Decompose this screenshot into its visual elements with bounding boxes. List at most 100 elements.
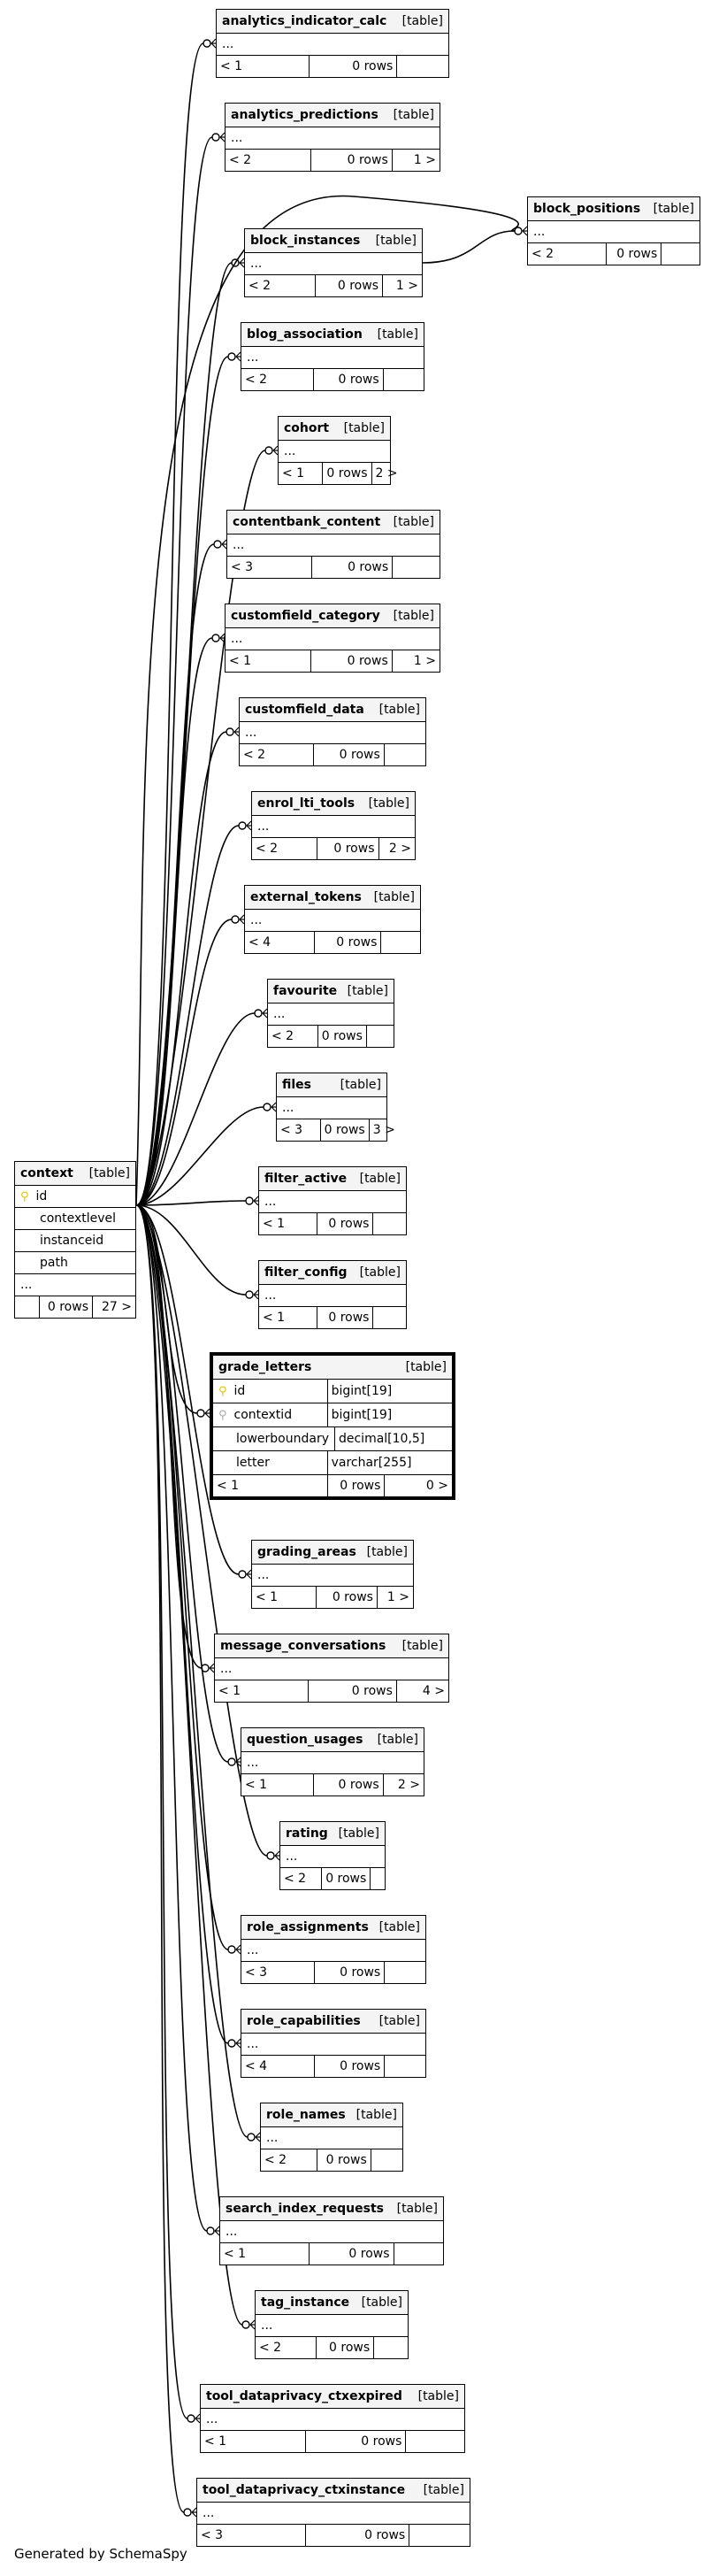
children-count: 2 > xyxy=(397,1778,420,1792)
relationship-line xyxy=(135,450,266,1206)
row-count: 0 rows xyxy=(314,369,384,390)
ellipsis-row: ... xyxy=(220,2221,443,2243)
row-count: 0 rows xyxy=(317,2337,375,2358)
children-count xyxy=(384,369,424,390)
table-footer: < 1 0 rows 0 > xyxy=(213,1475,452,1496)
ellipsis-row: ... xyxy=(277,1097,386,1119)
table-type: [table] xyxy=(359,1265,401,1280)
relationship-line xyxy=(135,1204,198,1414)
children-count: 1 > xyxy=(413,153,436,167)
ellipsis-row: ... xyxy=(241,2034,425,2056)
parents-count: < 1 xyxy=(252,1587,317,1608)
table-type: [table] xyxy=(356,2108,397,2122)
table-header: context [table] xyxy=(15,1162,135,1186)
row-count: 0 rows xyxy=(310,56,398,77)
crows-foot-icon xyxy=(245,1289,259,1300)
table-type: [table] xyxy=(377,1733,418,1747)
children-count xyxy=(394,2243,443,2265)
children-count xyxy=(373,1213,406,1234)
table-type: [table] xyxy=(361,2295,402,2310)
column-type: varchar[255] xyxy=(331,1456,412,1470)
crows-foot-icon xyxy=(183,2507,197,2518)
table-name: rating xyxy=(286,1826,328,1841)
table-name: tool_dataprivacy_ctxexpired xyxy=(206,2389,402,2403)
crows-foot-icon xyxy=(227,1757,241,1767)
crows-foot-icon xyxy=(266,1850,280,1861)
ellipsis-row: ... xyxy=(261,2127,402,2149)
row-count: 0 rows xyxy=(317,1587,378,1608)
table-header: filter_config[table] xyxy=(259,1261,406,1285)
ellipsis-row: ... xyxy=(226,127,440,150)
relationship-line xyxy=(135,1204,248,2138)
crows-foot-icon xyxy=(245,1196,259,1206)
block-positions-table[interactable]: block_positions [table] ... < 2 0 rows xyxy=(527,196,700,265)
crows-foot-icon xyxy=(238,1569,252,1580)
table-header: customfield_data[table] xyxy=(240,698,425,722)
parents-count: < 2 xyxy=(280,1868,323,1889)
row-count: 0 rows xyxy=(328,1475,386,1496)
primary-key-icon: ⚲ xyxy=(20,1189,29,1203)
parents-count: < 2 xyxy=(241,369,315,390)
relationship-line xyxy=(135,919,233,1206)
children-count: 1 > xyxy=(395,279,418,293)
ellipsis-row: ... xyxy=(259,1191,406,1213)
ellipsis-row: ... xyxy=(217,34,448,56)
tool-dataprivacy-ctxinstance-table[interactable]: tool_dataprivacy_ctxinstance[table]...< … xyxy=(196,2478,470,2547)
relationship-line xyxy=(135,356,229,1206)
table-name: analytics_predictions xyxy=(231,108,378,122)
row-count: 0 rows xyxy=(315,932,382,953)
row-count: 0 rows xyxy=(318,1026,367,1047)
parents-count: < 2 xyxy=(528,243,608,265)
table-header: files[table] xyxy=(277,1073,386,1097)
column-row: ⚲id xyxy=(15,1186,135,1208)
crows-foot-icon xyxy=(226,727,240,737)
ellipsis-row: ... xyxy=(280,1846,385,1868)
table-header: enrol_lti_tools[table] xyxy=(252,792,415,816)
table-name: external_tokens xyxy=(250,890,362,904)
table-type: [table] xyxy=(401,1639,443,1653)
table-name: role_names xyxy=(266,2108,346,2122)
ellipsis-row: ... xyxy=(259,1285,406,1307)
table-header: block_positions [table] xyxy=(528,197,700,221)
context-table[interactable]: context [table] ⚲id contextlevel instanc… xyxy=(14,1161,136,1319)
table-type: [table] xyxy=(359,1172,401,1186)
parents-count xyxy=(15,1296,40,1318)
table-header: contentbank_content[table] xyxy=(227,511,440,534)
table-name: role_capabilities xyxy=(247,2014,361,2028)
ellipsis-row: ... xyxy=(227,534,440,557)
tool-dataprivacy-ctxexpired-table[interactable]: tool_dataprivacy_ctxexpired[table]...< 1… xyxy=(200,2384,465,2453)
ellipsis-row: ... xyxy=(252,816,415,838)
parents-count: < 1 xyxy=(213,1475,328,1496)
children-count xyxy=(371,1868,385,1889)
